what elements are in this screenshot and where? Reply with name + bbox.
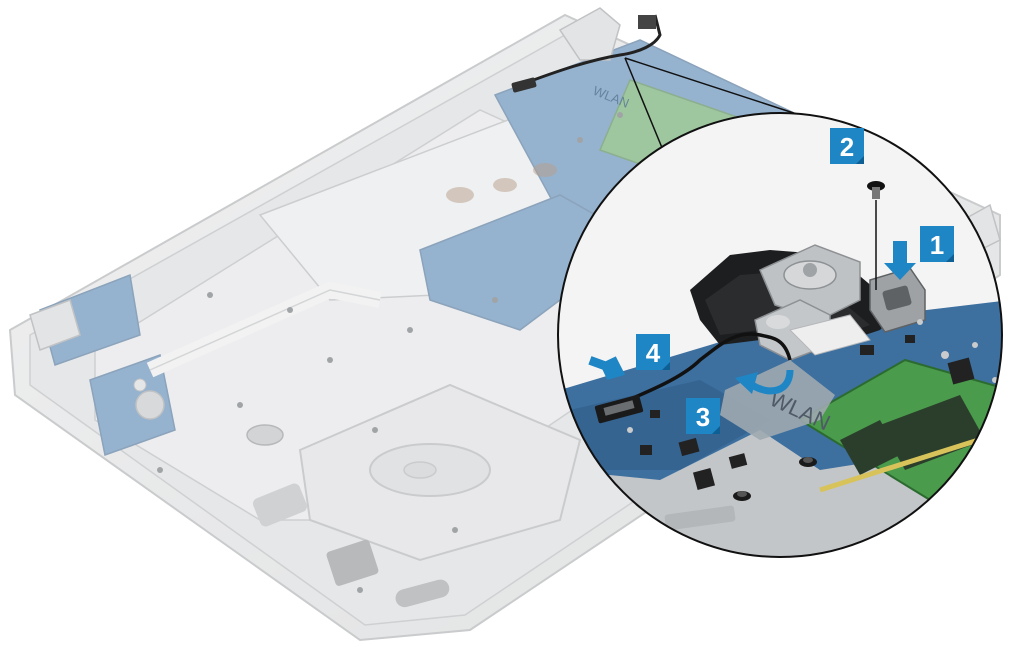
arrow-curved-lift-icon — [735, 369, 794, 395]
step-callout-4: 4 — [636, 334, 670, 370]
screw-icon — [733, 491, 751, 501]
step-callout-2: 2 — [830, 128, 864, 164]
zoom-leader-line-1 — [624, 57, 666, 156]
screw-icon — [799, 457, 817, 467]
zoom-leader-line-2 — [624, 57, 813, 120]
arrow-left-icon — [588, 356, 626, 380]
heatsink-copper-points — [446, 163, 557, 203]
wlan-antenna-cable-main — [511, 14, 662, 93]
step-callout-3: 3 — [686, 398, 720, 434]
screw-removed-icon — [867, 181, 885, 290]
step-callout-1: 1 — [920, 226, 954, 262]
arrow-down-icon — [884, 241, 916, 280]
zoom-detail — [557, 112, 1003, 558]
